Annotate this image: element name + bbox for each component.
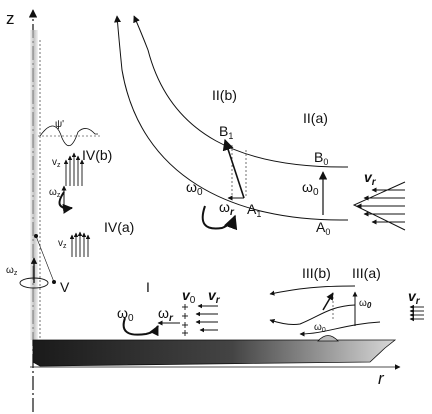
flow-line-III-bot [299, 321, 381, 337]
z-axis-label: z [6, 9, 15, 28]
label-omega-z-core: ωz [6, 265, 18, 277]
label-v0-I: v0 [182, 287, 196, 306]
label-omega-r-II: ωr [219, 199, 235, 218]
streamline-inner [114, 15, 349, 221]
label-B0: B0 [314, 149, 328, 167]
flow-line-III-mid [269, 304, 356, 325]
label-omega-r-I: ωr [158, 305, 174, 324]
region-IIIb-label: III(b) [302, 265, 331, 281]
label-V: V [60, 279, 70, 295]
point-V [52, 280, 56, 284]
rotation-arrow-I [122, 317, 159, 337]
label-omega0-I: ω0 [117, 305, 134, 324]
region-IIIa-label: III(a) [352, 265, 381, 281]
region-IVa-label: IV(a) [104, 219, 134, 235]
label-vz-IVb: vz [52, 157, 61, 169]
psi-prime-profile [39, 125, 98, 146]
ground-surface [32, 339, 397, 367]
vz-arrows-IVa [69, 231, 91, 257]
streamline-outer [133, 15, 349, 168]
vr-arrows-I [195, 303, 218, 333]
v0-crosses-I [182, 304, 188, 336]
label-vz-IVa: vz [58, 238, 67, 250]
region-IVb-label: IV(b) [82, 147, 112, 163]
region-IIb-label: II(b) [212, 87, 237, 103]
region-IIa-label: II(a) [303, 110, 328, 126]
label-A1: A1 [247, 201, 261, 219]
label-omega0-IIIa: ω0 [359, 298, 372, 310]
label-B1: B1 [219, 123, 233, 141]
label-A0: A0 [316, 219, 330, 237]
flow-line-III-top [269, 285, 356, 296]
vz-arrows-IVb [63, 152, 85, 186]
rotation-arrow-IV [58, 191, 73, 214]
label-omega-IV: ωz [49, 187, 61, 199]
leader-V [35, 235, 55, 283]
ground-bump [317, 335, 339, 342]
label-vr-I: vr [208, 287, 221, 306]
omega-III-arrow [322, 292, 334, 311]
r-axis-label: r [378, 369, 385, 388]
region-I-label: I [146, 279, 150, 295]
vr-arrows-III [409, 304, 424, 322]
rotation-arrow-IIb [201, 205, 238, 231]
label-psi-prime: ψ' [55, 119, 64, 130]
label-vr-III: vr [408, 288, 421, 307]
tilted-vortex-line [222, 138, 245, 199]
label-vr-IIa: vr [364, 169, 377, 188]
label-omega0-IIb: ω0 [186, 179, 203, 198]
vortex-core [30, 30, 38, 340]
label-omega0-II: ω0 [302, 179, 319, 198]
label-omega0-III-bottom: ω0 [314, 322, 326, 334]
